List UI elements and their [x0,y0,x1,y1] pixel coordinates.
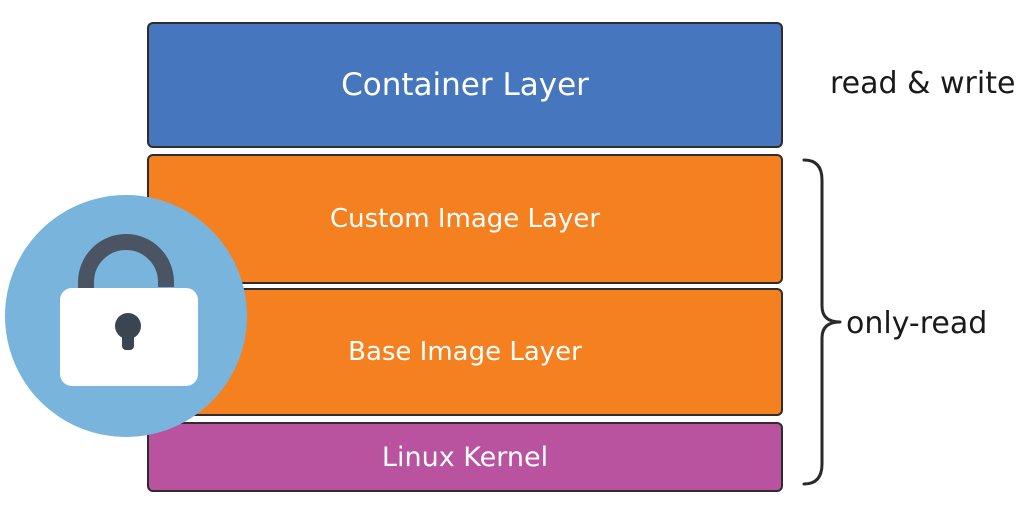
lock-keyhole-stem [122,326,134,350]
only-read-label: only-read [846,306,988,341]
linux-kernel-layer-box: Linux Kernel [147,422,783,492]
read-write-label: read & write [830,66,1016,101]
container-layer-label: Container Layer [341,67,589,103]
custom-image-layer-box: Custom Image Layer [147,154,783,284]
unlocked-padlock-icon [5,195,247,437]
linux-kernel-label: Linux Kernel [381,441,549,473]
custom-image-layer-label: Custom Image Layer [329,204,601,234]
base-image-layer-label: Base Image Layer [348,337,582,367]
curly-brace-icon [802,158,842,486]
base-image-layer-box: Base Image Layer [147,288,783,416]
container-layer-box: Container Layer [147,22,783,148]
lock-shackle [78,234,174,290]
